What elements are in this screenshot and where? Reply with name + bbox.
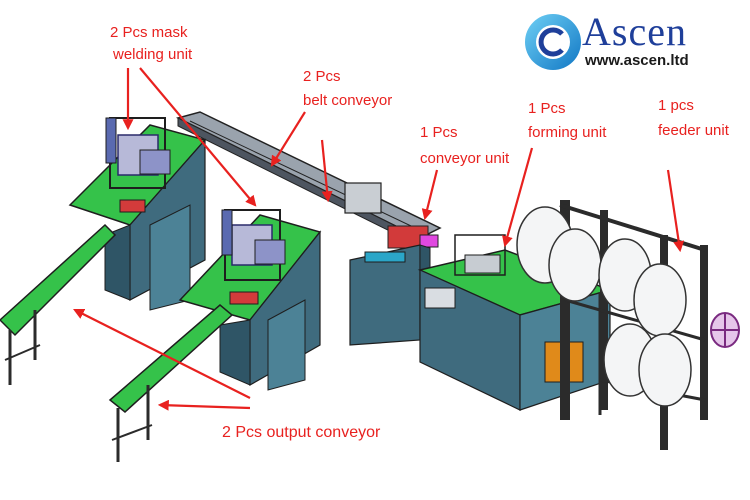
feeder-unit [516, 200, 740, 450]
arrow-output-2 [157, 399, 251, 411]
label-belt-line1: 2 Pcs [303, 68, 341, 85]
belt-conveyor [175, 111, 442, 249]
annotation-arrows [73, 67, 685, 411]
welding-unit-2 [108, 209, 322, 462]
logo-mark [525, 14, 581, 70]
arrow-welding-2 [139, 67, 257, 207]
label-welding-line1: 2 Pcs mask [110, 24, 188, 41]
arrow-belt-1 [270, 111, 306, 167]
label-forming-line1: 1 Pcs [528, 100, 566, 117]
label-belt-line2: belt conveyor [303, 92, 393, 109]
arrow-belt-2 [320, 139, 333, 203]
arrow-feeder [666, 169, 685, 253]
label-conveyor-line1: 1 Pcs [420, 124, 458, 141]
arrow-conveyor [421, 169, 439, 221]
label-forming-line2: forming unit [528, 124, 607, 141]
label-feeder-line2: feeder unit [658, 122, 729, 139]
arrow-output-1 [73, 309, 251, 399]
label-output-conveyor: 2 Pcs output conveyor [222, 424, 381, 441]
label-conveyor-line2: conveyor unit [420, 150, 510, 167]
brand-url: www.ascen.ltd [585, 52, 689, 69]
welding-unit-1 [0, 117, 207, 385]
brand-name: Ascen [582, 9, 687, 54]
arrow-forming [502, 147, 534, 248]
label-feeder-line1: 1 pcs [658, 97, 694, 114]
label-welding-line2: welding unit [113, 46, 193, 63]
conveyor-cabinet [349, 244, 431, 346]
